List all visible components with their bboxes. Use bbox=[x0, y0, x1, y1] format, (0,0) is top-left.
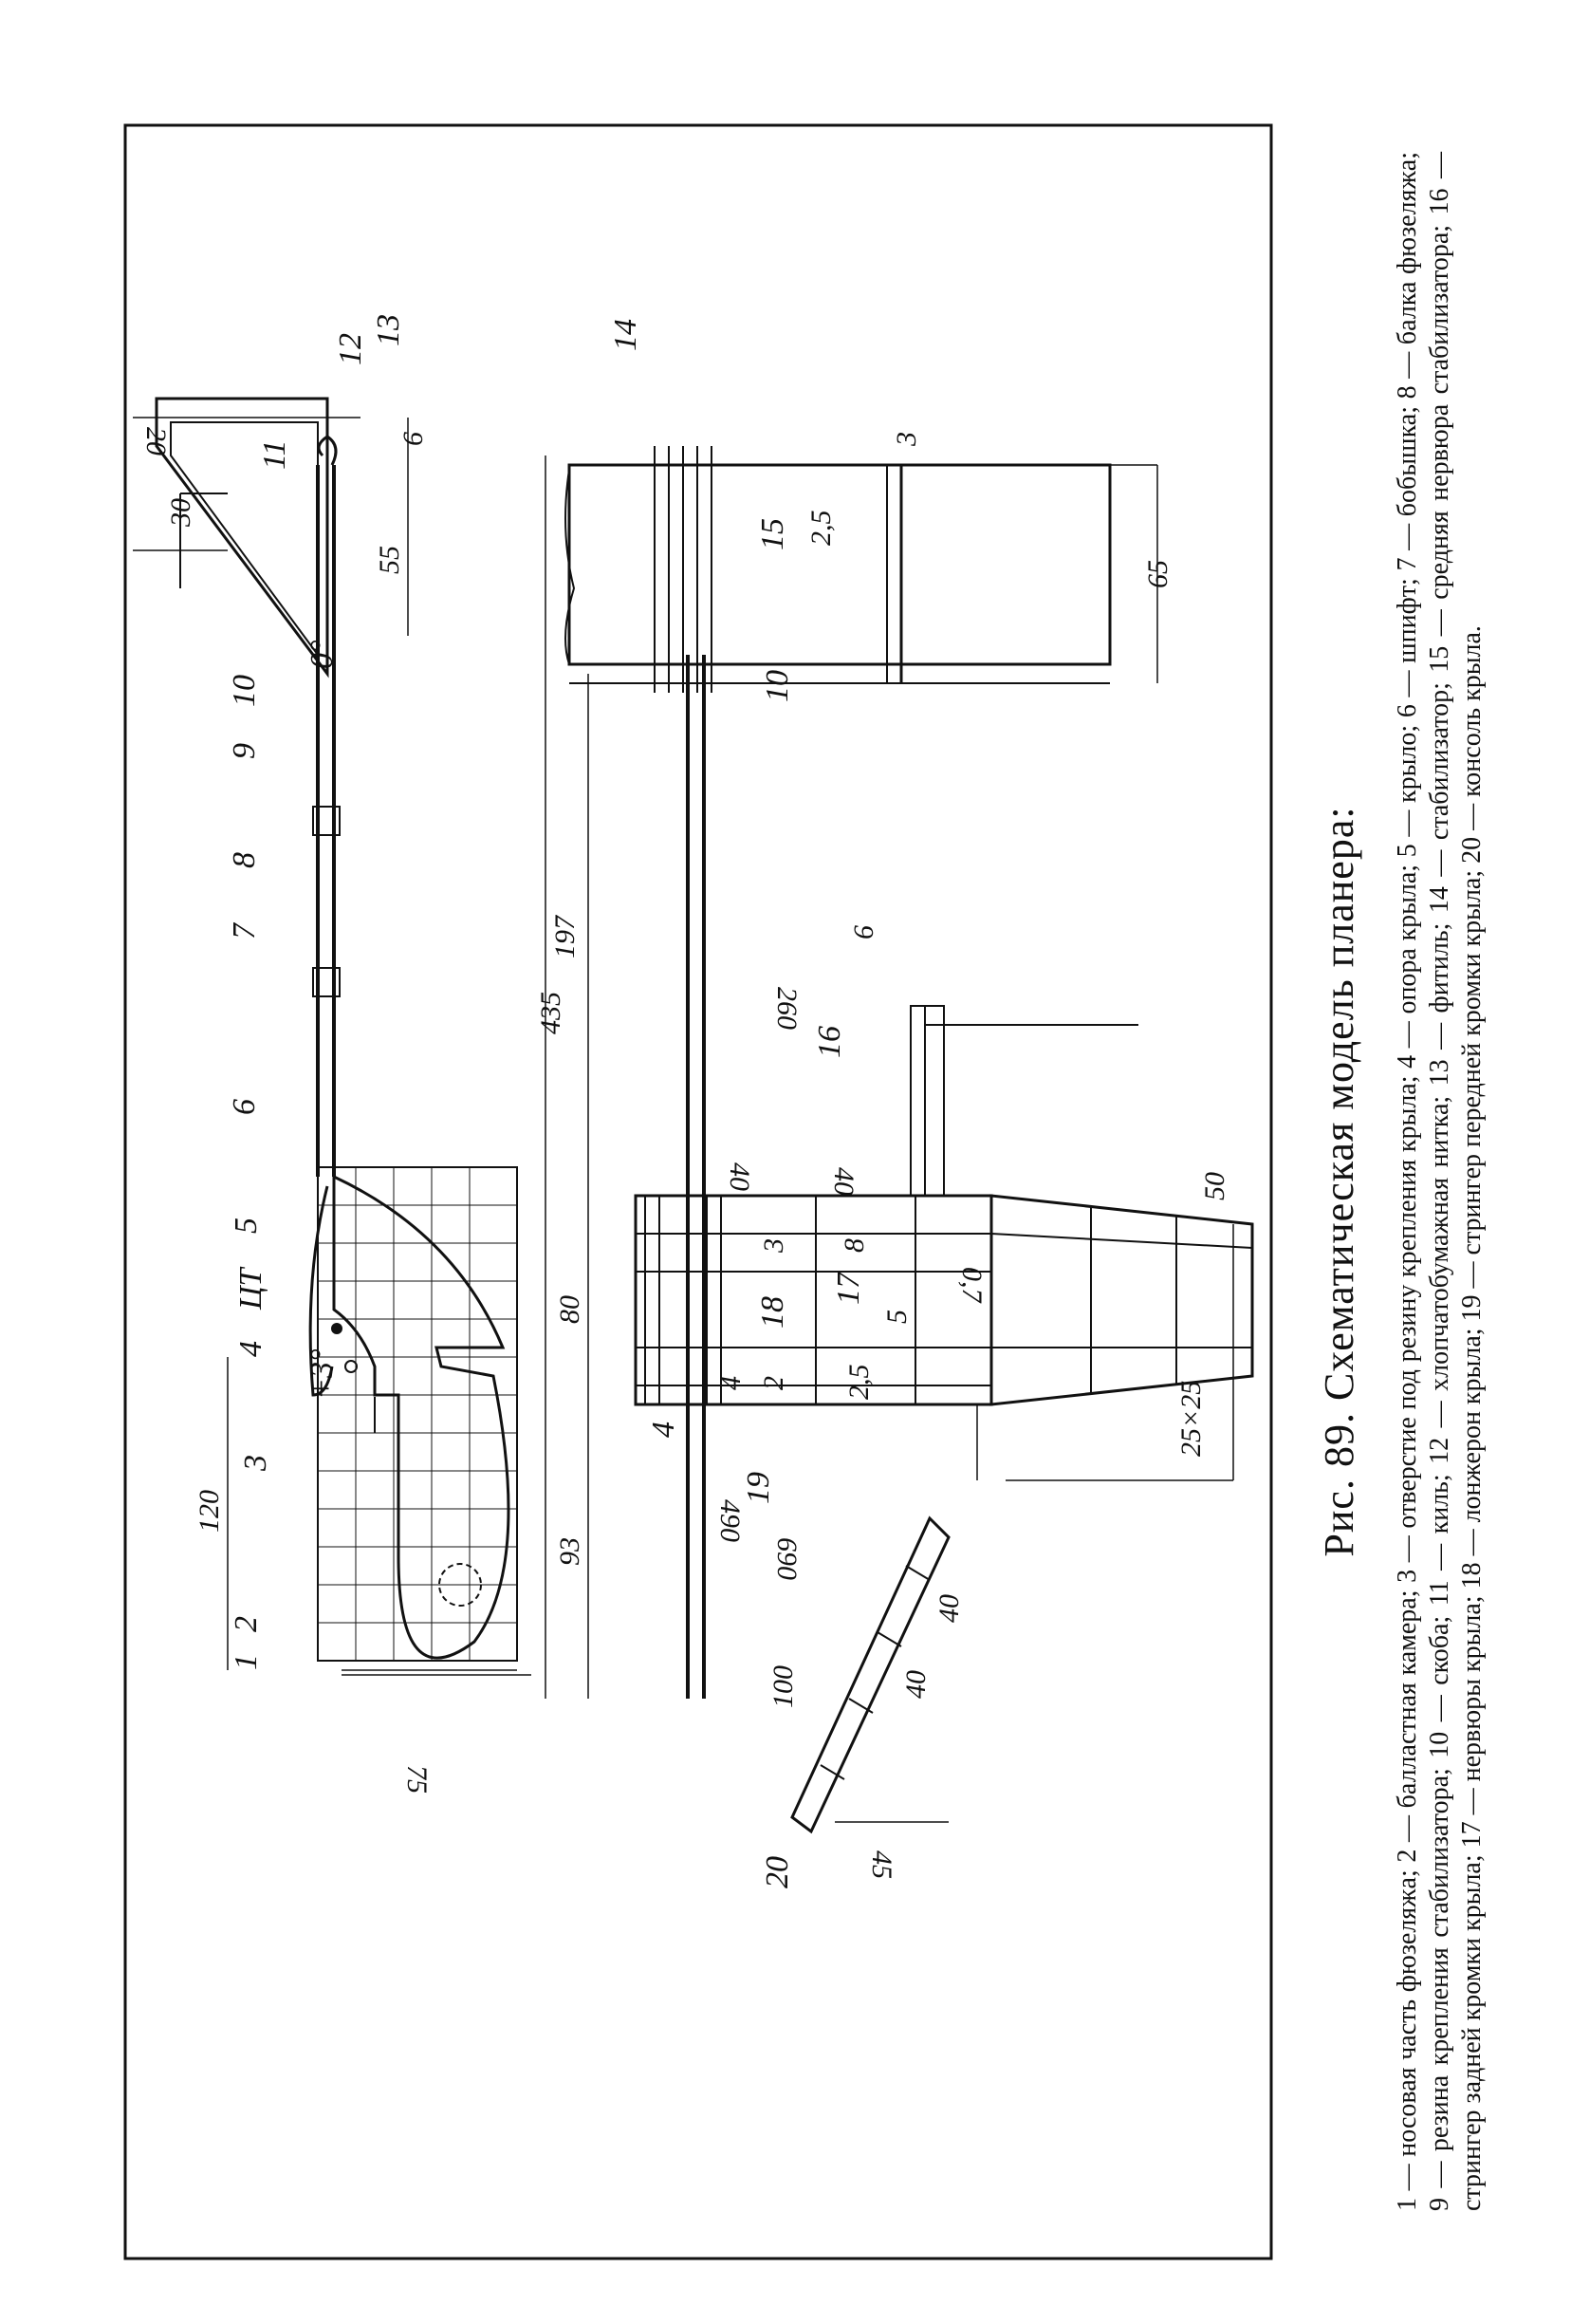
dim-4: 4 bbox=[715, 1376, 747, 1390]
dim-55: 55 bbox=[374, 546, 405, 574]
label-2: 2 bbox=[229, 1616, 264, 1632]
dim-40c: 40 bbox=[933, 1594, 965, 1623]
dim-260: 260 bbox=[771, 987, 803, 1030]
label-3: 3 bbox=[238, 1455, 273, 1472]
label-4b: 4 bbox=[646, 1422, 681, 1438]
dimension-lines-plan bbox=[545, 456, 1234, 1823]
angle-plus3: +3° bbox=[305, 1348, 340, 1400]
dim-490: 490 bbox=[714, 1499, 746, 1542]
dim-2_5a: 2,5 bbox=[805, 511, 837, 547]
dim-435: 435 bbox=[535, 992, 566, 1034]
dim-5: 5 bbox=[881, 1310, 913, 1324]
label-20: 20 bbox=[760, 1856, 795, 1888]
label-6: 6 bbox=[227, 1099, 262, 1115]
dim-40b: 40 bbox=[828, 1167, 859, 1196]
label-5: 5 bbox=[229, 1218, 264, 1234]
dimension-lines-side bbox=[133, 417, 531, 1676]
dim-6a: 6 bbox=[397, 432, 429, 446]
label-4: 4 bbox=[233, 1341, 268, 1357]
figure-title: Рис. 89. Схематическая модель планера: bbox=[1316, 806, 1362, 1557]
label-11: 11 bbox=[257, 440, 292, 470]
dim-75: 75 bbox=[401, 1765, 433, 1794]
dim-0_7: 0,7 bbox=[956, 1267, 988, 1305]
dim-2: 2 bbox=[758, 1376, 789, 1390]
label-8: 8 bbox=[227, 852, 262, 868]
dim-690: 690 bbox=[771, 1537, 803, 1580]
drawing-frame bbox=[123, 123, 1273, 2260]
angle-0: 0° bbox=[305, 640, 340, 669]
dim-197: 197 bbox=[549, 914, 581, 958]
dim-30: 30 bbox=[165, 498, 196, 528]
figure-legend: 1 — носовая часть фюзеляжа; 2 — балластн… bbox=[1393, 152, 1487, 2211]
dim-3b: 3 bbox=[758, 1238, 789, 1254]
label-18: 18 bbox=[755, 1296, 790, 1329]
label-10: 10 bbox=[227, 675, 262, 707]
part-number-labels: 1 2 3 4 5 6 7 8 9 10 11 12 13 14 15 16 1… bbox=[227, 314, 866, 1888]
cg-label: ЦТ bbox=[233, 1266, 268, 1311]
dim-8: 8 bbox=[839, 1238, 870, 1253]
fuselage-side-view bbox=[155, 397, 518, 1662]
dim-45: 45 bbox=[866, 1850, 897, 1879]
dim-80: 80 bbox=[554, 1295, 585, 1324]
dim-25x25: 25×25 bbox=[1175, 1381, 1207, 1457]
dim-93: 93 bbox=[554, 1537, 585, 1566]
dim-100: 100 bbox=[767, 1665, 799, 1708]
dimension-values: 120 75 20 30 55 6 435 197 260 65 3 2,5 8… bbox=[140, 427, 1230, 1879]
dim-3a: 3 bbox=[891, 432, 922, 447]
dim-65: 65 bbox=[1142, 560, 1174, 588]
label-17: 17 bbox=[831, 1271, 866, 1305]
label-16: 16 bbox=[812, 1026, 847, 1058]
dim-50: 50 bbox=[1199, 1172, 1230, 1200]
label-7: 7 bbox=[227, 921, 262, 939]
label-10b: 10 bbox=[760, 670, 795, 702]
label-9: 9 bbox=[227, 743, 262, 759]
plan-view bbox=[564, 446, 1254, 1834]
caption-rotated: Рис. 89. Схематическая модель планера: 1… bbox=[1290, 114, 1571, 2249]
dim-40a: 40 bbox=[724, 1162, 755, 1191]
label-12: 12 bbox=[333, 333, 368, 365]
label-15: 15 bbox=[755, 518, 790, 550]
figure-caption-block: Рис. 89. Схематическая модель планера: 1… bbox=[1290, 114, 1571, 2249]
label-19: 19 bbox=[741, 1472, 776, 1504]
label-1: 1 bbox=[229, 1654, 264, 1670]
label-14: 14 bbox=[608, 319, 643, 351]
dim-6b: 6 bbox=[848, 925, 879, 939]
dim-20: 20 bbox=[140, 427, 172, 456]
dim-40d: 40 bbox=[900, 1670, 932, 1699]
dim-2_5b: 2,5 bbox=[843, 1365, 875, 1401]
dim-120: 120 bbox=[194, 1490, 225, 1533]
label-13: 13 bbox=[371, 314, 406, 346]
